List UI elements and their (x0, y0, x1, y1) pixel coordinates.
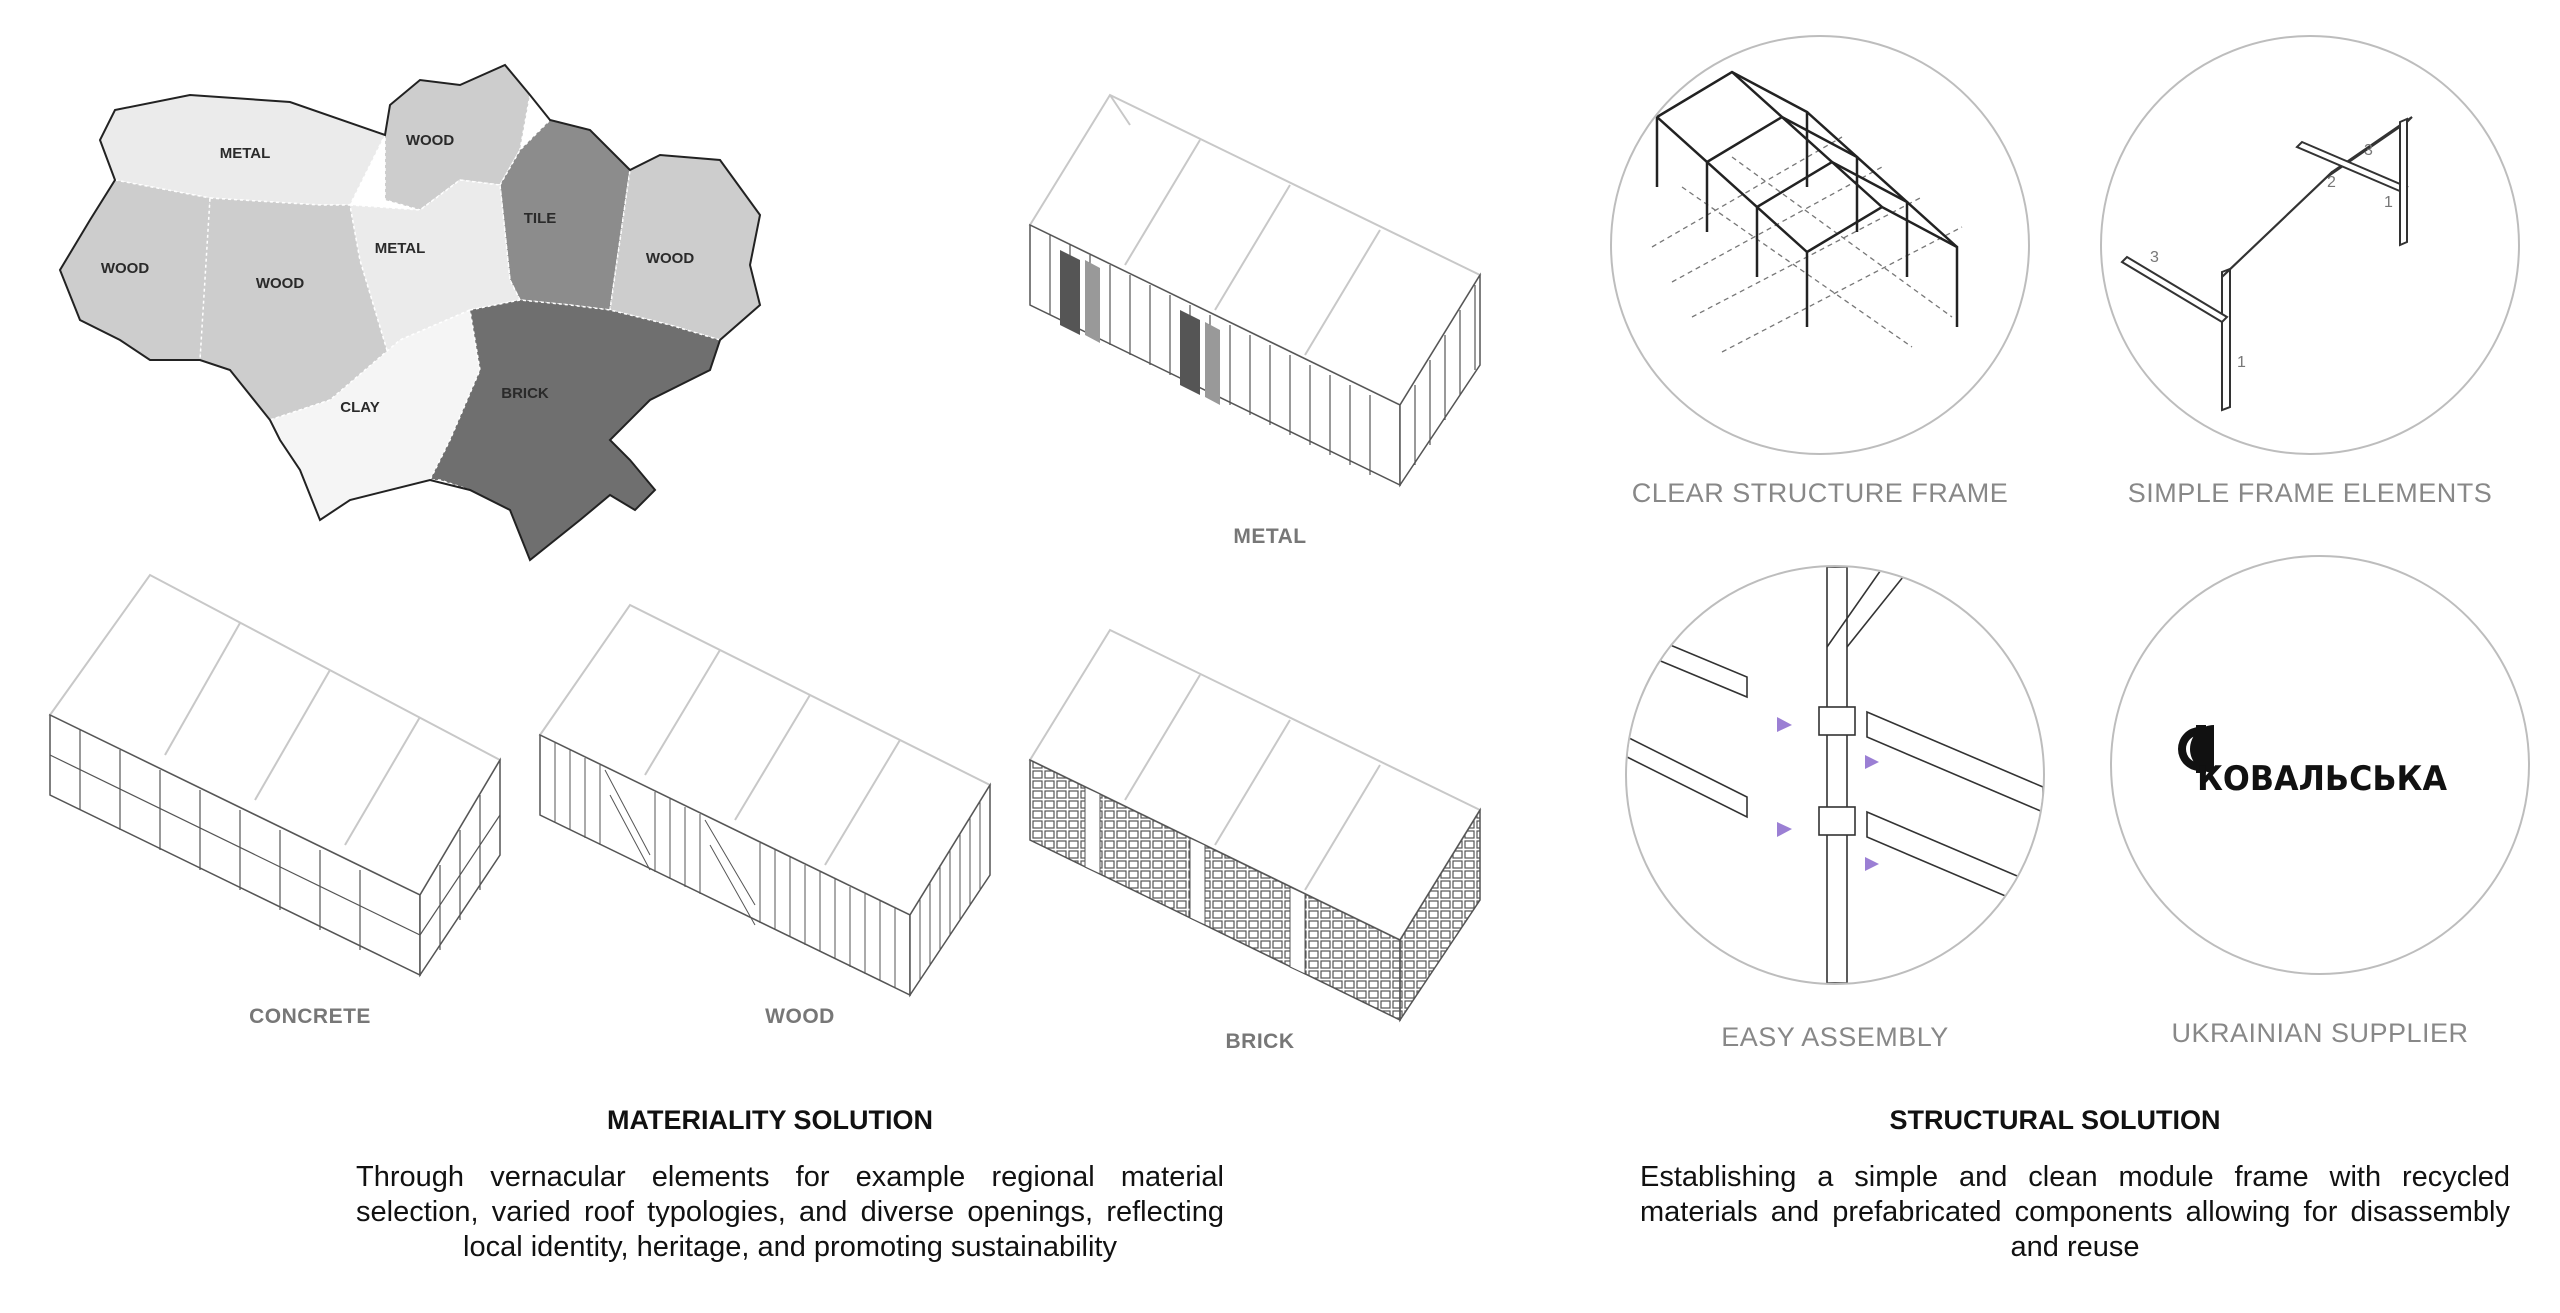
ukraine-material-map: METAL WOOD TILE WOOD WOOD WOOD METAL CLA… (58, 63, 762, 562)
ukrainian-supplier-label: UKRAINIAN SUPPLIER (2171, 1018, 2469, 1048)
frame-number-1a: 1 (2237, 354, 2246, 371)
structural-title: STRUCTURAL SOLUTION (1889, 1105, 2221, 1135)
assembly-arrow-2 (1865, 755, 1879, 769)
assembly-arrow-1 (1777, 717, 1792, 732)
materiality-title: MATERIALITY SOLUTION (607, 1105, 933, 1135)
metal-house-illustration (1028, 93, 1482, 488)
map-label-brick: BRICK (501, 385, 549, 402)
materiality-body: Through vernacular elements for example … (356, 1161, 1224, 1263)
joint-assembly-illustration (1627, 567, 2043, 983)
structural-body: Establishing a simple and clean module f… (1640, 1161, 2510, 1263)
assembly-arrow-3 (1777, 822, 1792, 837)
map-label-wood-west: WOOD (101, 260, 149, 277)
map-label-wood-north: WOOD (406, 132, 454, 149)
kovalska-logo: КОВАЛЬСЬКА (2178, 725, 2448, 799)
frame-grid-illustration (1651, 70, 1963, 353)
metal-label: METAL (1233, 525, 1307, 548)
wood-label: WOOD (765, 1005, 835, 1028)
clear-structure-frame-circle (1610, 35, 2030, 455)
simple-frame-elements-label: SIMPLE FRAME ELEMENTS (2127, 478, 2493, 508)
simple-frame-elements-circle: 1 2 3 1 3 (2100, 35, 2520, 455)
assembly-arrow-4 (1865, 857, 1879, 871)
frame-elements-illustration: 1 2 3 1 3 (2120, 116, 2413, 412)
brick-house-illustration (1028, 628, 1482, 1023)
map-label-wood-east: WOOD (646, 250, 694, 267)
supplier-logo-text: КОВАЛЬСЬКА (2197, 759, 2448, 799)
easy-assembly-label: EASY ASSEMBLY (1721, 1022, 1949, 1052)
frame-number-1b: 1 (2384, 194, 2393, 211)
clear-structure-frame-label: CLEAR STRUCTURE FRAME (1631, 478, 2009, 508)
frame-number-2: 2 (2327, 174, 2336, 191)
map-label-clay: CLAY (340, 399, 379, 416)
frame-number-3b: 3 (2150, 249, 2159, 266)
ukrainian-supplier-circle: КОВАЛЬСЬКА (2110, 555, 2530, 975)
map-label-metal-northwest: METAL (220, 145, 271, 162)
concrete-label: CONCRETE (249, 1005, 371, 1028)
wood-house-illustration (538, 603, 992, 998)
map-label-wood-central: WOOD (256, 275, 304, 292)
map-label-metal-central: METAL (375, 240, 426, 257)
region-tile (499, 119, 631, 311)
concrete-house-illustration (48, 573, 502, 978)
easy-assembly-circle (1625, 565, 2045, 985)
frame-number-3a: 3 (2364, 142, 2373, 159)
brick-label: BRICK (1225, 1030, 1295, 1053)
map-label-tile: TILE (524, 210, 557, 227)
